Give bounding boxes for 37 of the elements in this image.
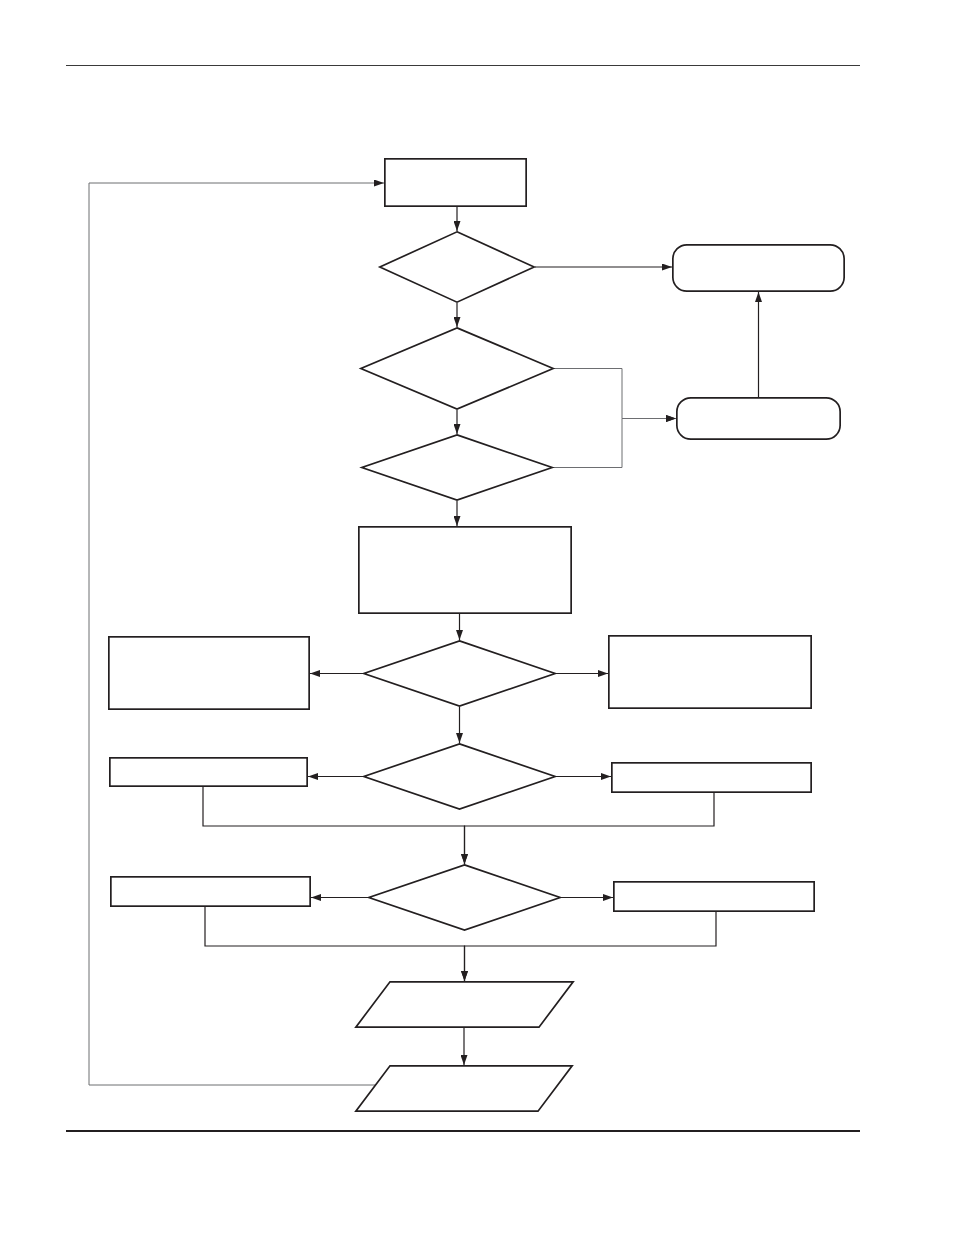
arrow (555, 670, 609, 677)
decision-diamond (360, 327, 554, 410)
arrow (461, 911, 717, 982)
arrow (453, 409, 461, 435)
arrow (460, 1027, 468, 1066)
decision-diamond (363, 640, 556, 707)
decision-diamond (368, 864, 561, 931)
process-box (613, 881, 815, 912)
arrow (307, 773, 364, 780)
arrow (560, 894, 614, 901)
arrow (309, 670, 364, 677)
arrow (88, 179, 385, 1086)
rounded-box (676, 397, 841, 440)
arrow (453, 302, 461, 328)
process-box (608, 635, 812, 709)
decision-diamond (379, 231, 535, 303)
process-box (358, 526, 572, 614)
process-box (611, 762, 812, 793)
arrow (310, 894, 369, 901)
process-box (109, 757, 308, 787)
process-box (108, 636, 310, 710)
arrow (453, 206, 461, 232)
arrow (456, 613, 463, 641)
data-parallelogram (355, 981, 574, 1028)
arrow (453, 500, 461, 527)
arrow (456, 706, 463, 744)
arrow (534, 263, 673, 271)
arrow (755, 291, 762, 398)
rounded-box (672, 244, 845, 292)
process-box (110, 876, 311, 907)
data-parallelogram (355, 1065, 573, 1112)
decision-diamond (363, 743, 556, 810)
arrow (552, 415, 677, 468)
arrow (461, 792, 715, 865)
decision-diamond (361, 434, 553, 501)
process-box (384, 158, 527, 207)
arrow (555, 773, 612, 780)
